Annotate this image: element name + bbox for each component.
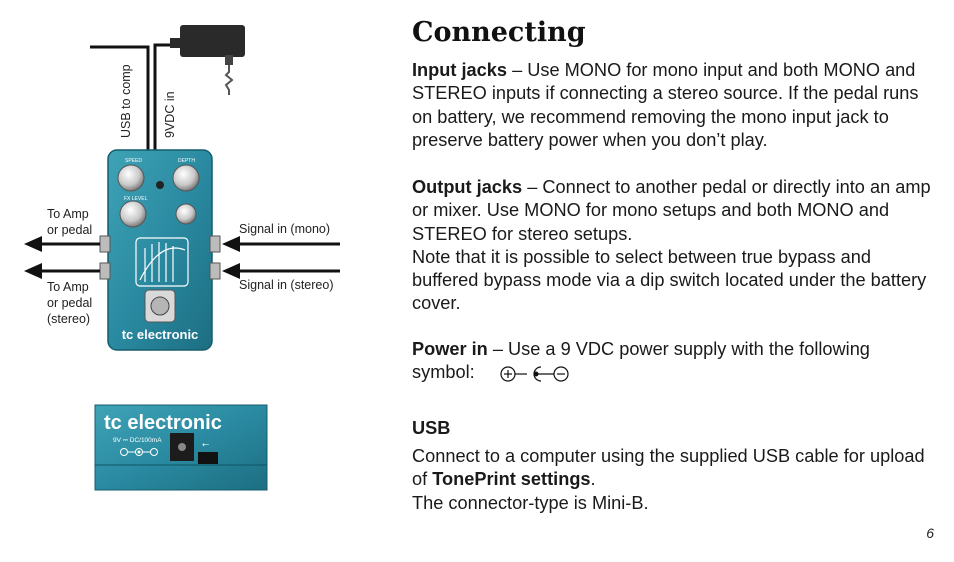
input-arrow-stereo-icon <box>222 263 340 279</box>
to-amp-stereo-label: To Amp or pedal (stereo) <box>47 279 92 327</box>
power-polarity-icon <box>500 366 569 382</box>
usb-body: Connect to a computer using the supplied… <box>412 445 932 515</box>
output-jacks-body: – Connect to another pedal or directly i… <box>412 177 931 244</box>
power-polarity-small-icon <box>120 448 158 456</box>
speed-knob-icon <box>117 164 145 192</box>
output-arrow-mono-icon <box>24 236 100 252</box>
output-arrow-stereo-icon <box>24 263 100 279</box>
pedal-top-panel-closeup: tc electronic 9V ⎓ DC/100mA ⭠ <box>94 404 268 491</box>
vdc-in-label: 9VDC in <box>163 91 177 138</box>
usb-body-end: . <box>590 469 596 490</box>
power-in-title: Power in <box>412 339 488 359</box>
output-stereo-jack-icon <box>99 262 111 280</box>
usb-symbol-icon: ⭠ <box>202 439 209 449</box>
output-jacks-section: Output jacks – Connect to another pedal … <box>412 176 932 316</box>
signal-in-stereo-label: Signal in (stereo) <box>239 278 334 292</box>
usb-body-text: Connect to a computer using the supplied… <box>412 446 925 490</box>
usb-title: USB <box>412 418 451 438</box>
svg-text:SPEED: SPEED <box>125 158 142 164</box>
usb-to-comp-label: USB to comp <box>119 64 133 138</box>
power-cable-line <box>153 43 175 150</box>
connector-type-text: The connector-type is Mini-B. <box>412 492 649 513</box>
closeup-brand-text: tc electronic <box>104 412 222 434</box>
svg-text:DEPTH: DEPTH <box>178 158 195 164</box>
pedal-body: SPEED DEPTH FX LEVEL tc electronic <box>107 149 213 351</box>
mini-usb-port-icon <box>198 452 218 464</box>
harp-logo-icon <box>135 237 189 287</box>
led-icon <box>156 181 164 189</box>
to-amp-label: To Amp or pedal <box>47 206 92 238</box>
to-amp-stereo-line3: (stereo) <box>47 312 91 326</box>
to-amp-line2: or pedal <box>47 223 93 237</box>
tone-knob-icon <box>175 203 197 225</box>
to-amp-stereo-line1: To Amp <box>47 280 89 294</box>
depth-knob-icon <box>172 164 200 192</box>
input-jacks-section: Input jacks – Use MONO for mono input an… <box>412 59 932 152</box>
page-title: Connecting <box>412 17 586 48</box>
signal-in-mono-label: Signal in (mono) <box>239 222 331 236</box>
page-number: 6 <box>926 525 934 541</box>
input-mono-jack-icon <box>209 235 221 253</box>
pedal-brand-text: tc electronic <box>122 327 199 342</box>
fx-level-knob-icon <box>119 200 147 228</box>
power-adapter-icon <box>170 25 245 95</box>
svg-text:9V ⎓ DC/100mA: 9V ⎓ DC/100mA <box>113 437 162 444</box>
to-amp-line1: To Amp <box>47 207 89 221</box>
power-in-body: – Use a 9 VDC power supply with the foll… <box>412 339 870 383</box>
input-jacks-body: – Use MONO for mono input and both MONO … <box>412 60 919 150</box>
toneprint-settings-text: TonePrint settings <box>432 469 591 490</box>
to-amp-stereo-line2: or pedal <box>47 296 93 310</box>
usb-cable-line <box>90 45 150 150</box>
pedal-illustration: SPEED DEPTH FX LEVEL tc electronic <box>24 25 340 491</box>
usb-section: USB <box>412 417 932 440</box>
power-in-section: Power in – Use a 9 VDC power supply with… <box>412 338 922 385</box>
input-stereo-jack-icon <box>209 262 221 280</box>
output-mono-jack-icon <box>99 235 111 253</box>
input-jacks-title: Input jacks <box>412 60 508 80</box>
input-arrow-mono-icon <box>222 236 340 252</box>
connection-diagram: SPEED DEPTH FX LEVEL tc electronic <box>0 0 400 557</box>
svg-text:FX LEVEL: FX LEVEL <box>124 196 148 202</box>
output-jacks-title: Output jacks <box>412 177 523 197</box>
output-jacks-note: Note that it is possible to select betwe… <box>412 246 927 314</box>
